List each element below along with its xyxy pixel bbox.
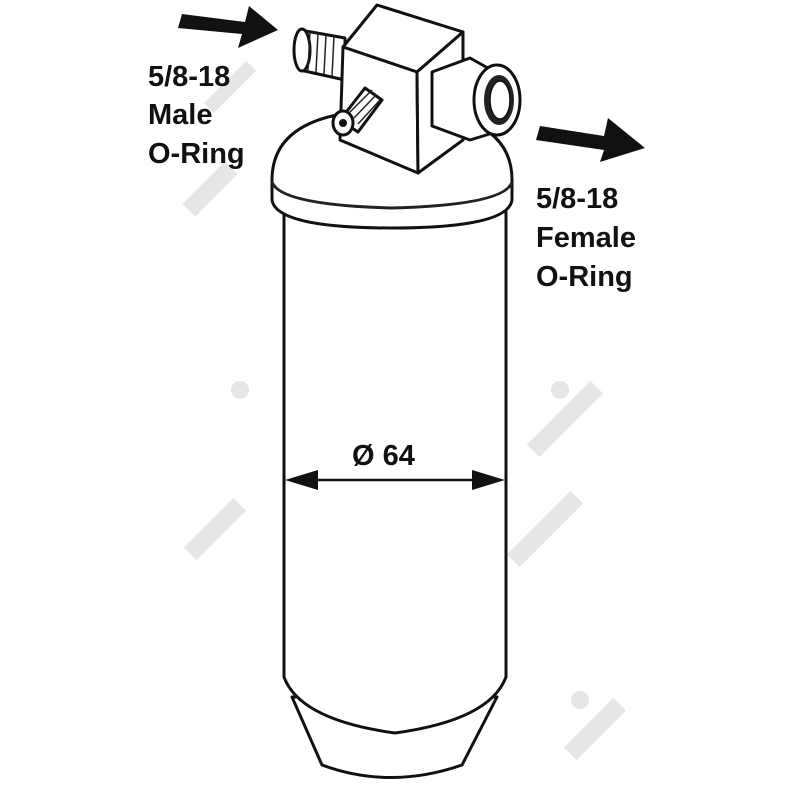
inlet-arrow-icon	[178, 6, 278, 48]
receiver-drier-body	[270, 108, 514, 779]
diameter-dimension	[285, 470, 505, 490]
inlet-thread-label: 5/8-18	[148, 61, 230, 93]
outlet-seal-label: O-Ring	[536, 261, 633, 293]
outlet-thread-label: 5/8-18	[536, 183, 618, 215]
inlet-type-label: Male	[148, 99, 212, 131]
inlet-seal-label: O-Ring	[148, 138, 245, 170]
diameter-label: Ø 64	[352, 440, 415, 472]
fitting-block	[292, 3, 522, 175]
outlet-arrow-icon	[536, 118, 645, 162]
outlet-type-label: Female	[536, 222, 636, 254]
